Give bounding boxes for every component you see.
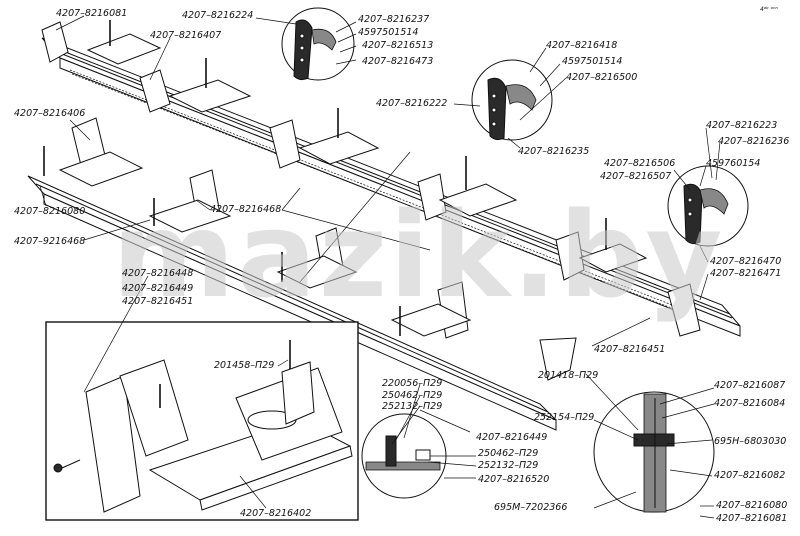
upper-seat-rail xyxy=(41,20,741,337)
part-label: 4207–8216449 xyxy=(476,432,548,443)
part-label: 4207–8216470 xyxy=(710,256,782,267)
part-label: 4207–8216513 xyxy=(362,40,434,51)
lower-seat-rail xyxy=(27,117,577,431)
part-label: 250462–П29 xyxy=(478,448,539,459)
inset-box xyxy=(45,321,359,521)
corner-mark: 4ᵃᵇ ᵒⁿⁿ xyxy=(760,6,778,13)
detail-circle-4 xyxy=(361,413,447,499)
part-label: 4207–8216080 xyxy=(14,206,86,217)
detail-circle-1 xyxy=(281,7,355,81)
part-label: 252132–П29 xyxy=(478,460,539,471)
part-label: 4207–8216418 xyxy=(546,40,618,51)
detail-circle-5 xyxy=(593,391,715,513)
part-label: 4207–8216402 xyxy=(240,508,312,519)
part-label: 220056–П29 xyxy=(382,378,443,389)
part-label: 201458–П29 xyxy=(214,360,275,371)
part-label: 4207–8216507 xyxy=(600,171,672,182)
part-label: 4207–8216448 xyxy=(122,268,194,279)
part-label: 4207–8216080 xyxy=(716,500,788,511)
part-label: 4597501514 xyxy=(562,56,623,67)
part-label: 695Н–6803030 xyxy=(714,436,787,447)
part-label: 4207–8216081 xyxy=(56,8,128,19)
part-label: 4207–8216082 xyxy=(714,470,786,481)
part-label: 4207–8216500 xyxy=(566,72,638,83)
part-label: 4207–8216520 xyxy=(478,474,550,485)
part-label: 4207–9216468 xyxy=(14,236,86,247)
part-label: 201418–П29 xyxy=(538,370,599,381)
part-label: 252132–П29 xyxy=(382,401,443,412)
part-label: 4207–8216451 xyxy=(122,296,194,307)
part-label: 459760154 xyxy=(706,158,761,169)
part-label: 4207–8216235 xyxy=(518,146,590,157)
part-label: 4207–8216473 xyxy=(362,56,434,67)
part-label: 4207–8216081 xyxy=(716,513,788,524)
part-label: 695М–7202366 xyxy=(494,502,568,513)
part-label: 4207–8216222 xyxy=(376,98,448,109)
watermark: mazik.by xyxy=(112,186,725,324)
part-label: 4207–8216223 xyxy=(706,120,778,131)
part-label: 4207–8216236 xyxy=(718,136,790,147)
part-label: 4207–8216087 xyxy=(714,380,786,391)
part-label: 4597501514 xyxy=(358,27,419,38)
part-label: 250462–П29 xyxy=(382,390,443,401)
part-label: 4207–8216451 xyxy=(594,344,666,355)
part-label: 4207–8216237 xyxy=(358,14,430,25)
part-label: 4207–8216506 xyxy=(604,158,676,169)
part-label: 4207–8216471 xyxy=(710,268,782,279)
detail-circle-2 xyxy=(471,59,553,141)
part-label: 4207–8216449 xyxy=(122,283,194,294)
part-label: 4207–8216406 xyxy=(14,108,86,119)
part-label: 4207–8216468 xyxy=(210,204,282,215)
part-label: 4207–8216407 xyxy=(150,30,222,41)
leader-lines xyxy=(39,15,721,519)
part-label: 4207–8216084 xyxy=(714,398,786,409)
part-label: 252154–П29 xyxy=(534,412,595,423)
part-label: 4207–8216224 xyxy=(182,10,254,21)
detail-circle-3 xyxy=(667,165,749,247)
